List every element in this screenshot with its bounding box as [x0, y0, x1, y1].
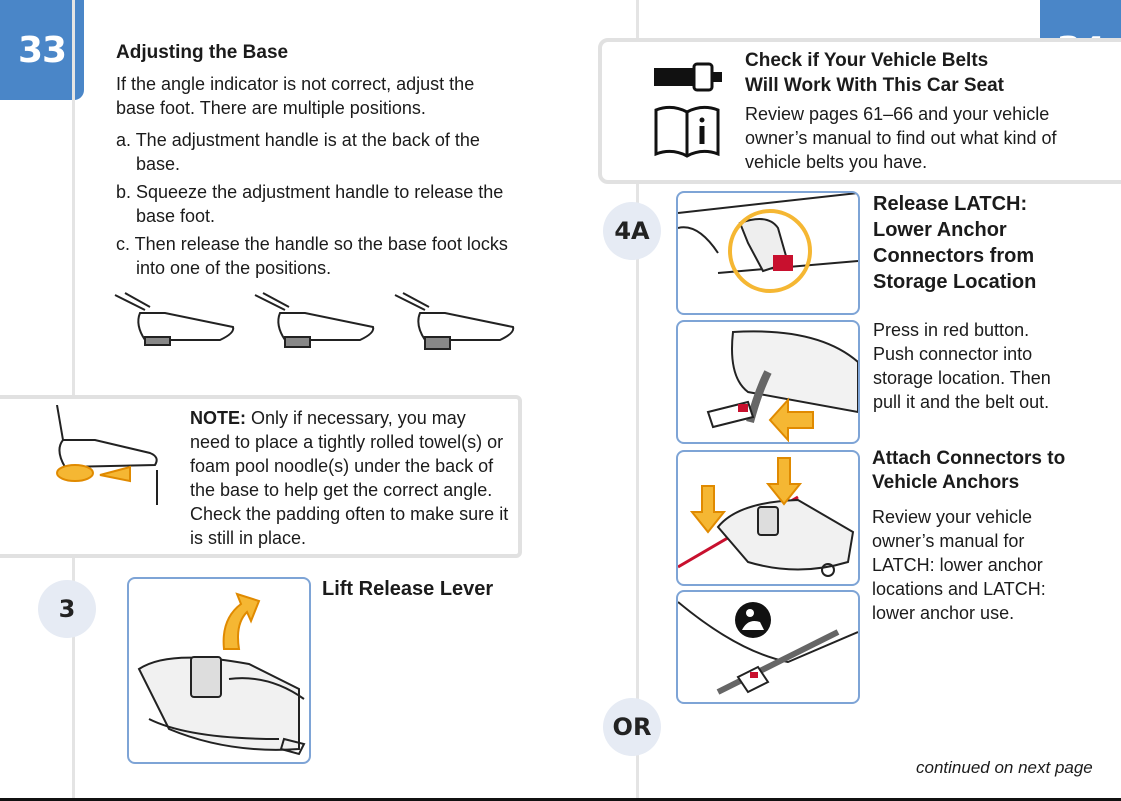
lift-lever-illustration — [137, 592, 306, 756]
push-arrow-icon — [768, 397, 814, 442]
step-3-number: 3 — [38, 580, 96, 638]
step-4a-text: Press in red button. Push connector into… — [873, 320, 1051, 412]
note-text: NOTE: Only if necessary, you may need to… — [190, 406, 510, 550]
note-body: Only if necessary, you may need to place… — [190, 408, 509, 548]
page-gutter-line — [636, 0, 639, 801]
left-margin-line-lower — [72, 556, 75, 801]
child-seat-anchor-icon — [735, 602, 771, 638]
down-arrow-right-icon — [765, 457, 803, 506]
continued-note: continued on next page — [916, 758, 1093, 777]
attach-text: Review your vehicle owner’s manual for L… — [872, 507, 1046, 623]
adjusting-base-steps: a. The adjustment handle is at the back … — [116, 128, 516, 284]
step-4a-title: Release LATCH: Lower Anchor Connectors f… — [873, 193, 1037, 293]
or-label: OR — [603, 698, 661, 756]
attach-title: Attach Connectors to Vehicle Anchors — [872, 448, 1066, 493]
note-label: NOTE: — [190, 408, 246, 428]
base-foot-positions-illustration — [114, 292, 515, 350]
check-belts-title: Check if Your Vehicle Belts Will Work Wi… — [745, 48, 1004, 98]
highlight-circle — [728, 209, 812, 293]
lift-release-lever-image — [127, 577, 311, 764]
left-margin-line — [72, 0, 75, 395]
connector-storage-illustration — [706, 330, 858, 442]
attach-connectors-illustration — [678, 457, 855, 577]
check-belts-title-line2: Will Work With This Car Seat — [745, 75, 1005, 96]
step-c: c. Then release the handle so the base f… — [116, 234, 508, 278]
belt-and-manual-icons — [654, 62, 722, 158]
manual-book-icon — [654, 105, 720, 158]
bottom-rule — [0, 798, 1121, 801]
step-3-title: Lift Release Lever — [322, 578, 494, 600]
connector-storage-image — [676, 320, 860, 444]
seat-belt-icon — [654, 62, 722, 92]
attach-connectors-image — [676, 450, 860, 586]
page-number-left: 33 — [0, 0, 84, 100]
step-a: a. The adjustment handle is at the back … — [116, 130, 480, 174]
adjusting-base-title: Adjusting the Base — [116, 42, 289, 63]
towel-under-base-illustration — [56, 405, 158, 505]
check-belts-title-line1: Check if Your Vehicle Belts — [745, 50, 989, 71]
step-4a-number: 4A — [603, 202, 661, 260]
down-arrow-left-icon — [689, 485, 727, 534]
step-b: b. Squeeze the adjustment handle to rele… — [116, 182, 504, 226]
check-belts-text: Review pages 61–66 and your vehicle owne… — [745, 104, 1057, 172]
lift-arrow-icon — [222, 592, 261, 650]
adjusting-base-intro: If the angle indicator is not correct, a… — [116, 74, 475, 118]
latch-storage-illustration — [678, 193, 858, 293]
lower-anchor-illustration — [678, 601, 858, 695]
lower-anchor-image — [676, 590, 860, 704]
latch-storage-image — [676, 191, 860, 315]
